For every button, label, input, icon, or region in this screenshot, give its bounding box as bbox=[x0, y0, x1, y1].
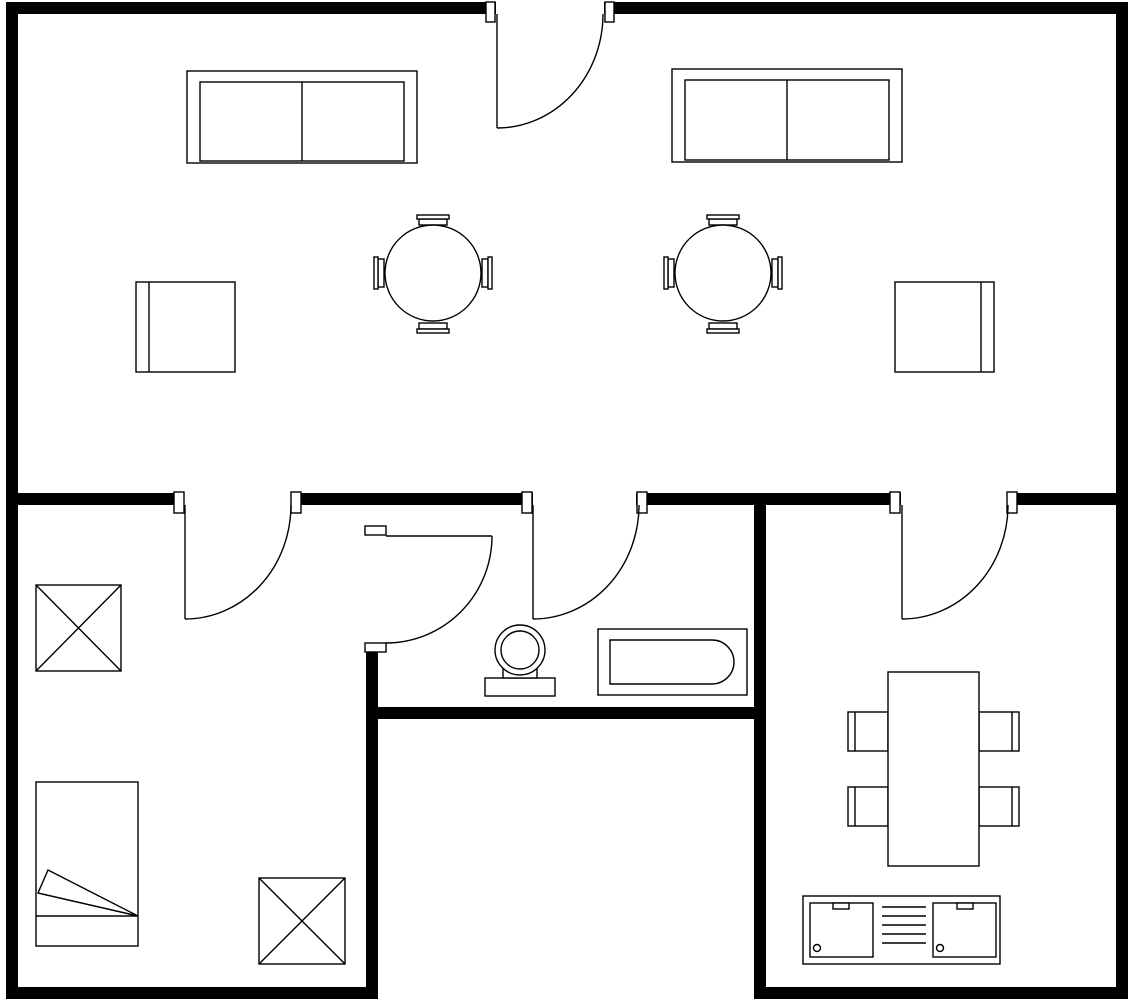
armchair-right[interactable] bbox=[894, 281, 995, 373]
round-table-left[interactable] bbox=[373, 214, 493, 334]
armchair-icon bbox=[894, 281, 995, 373]
bathroom-door[interactable] bbox=[521, 491, 648, 620]
chair-icon bbox=[663, 214, 783, 334]
round-table-icon bbox=[384, 224, 482, 322]
round-table-icon bbox=[674, 224, 772, 322]
dining-table[interactable] bbox=[847, 671, 1020, 867]
bed[interactable] bbox=[35, 781, 139, 947]
sofa-left[interactable] bbox=[186, 70, 418, 164]
toilet[interactable] bbox=[484, 624, 556, 697]
door-swing-icon bbox=[184, 504, 292, 620]
sofa-right[interactable] bbox=[671, 68, 903, 163]
bathtub[interactable] bbox=[597, 628, 748, 696]
bathtub-icon bbox=[597, 628, 748, 696]
armchair-left[interactable] bbox=[135, 281, 236, 373]
door-swing-icon bbox=[496, 13, 604, 129]
door-swing-icon bbox=[385, 535, 493, 644]
nightstand-icon bbox=[35, 584, 122, 672]
dining-table-icon bbox=[887, 671, 980, 867]
sofa-icon bbox=[186, 70, 418, 164]
bed-icon bbox=[35, 781, 139, 947]
entrance-door[interactable] bbox=[485, 1, 615, 129]
armchair-icon bbox=[135, 281, 236, 373]
kitchen-door[interactable] bbox=[889, 491, 1018, 620]
chair-icon bbox=[847, 711, 1020, 827]
nightstand-top[interactable] bbox=[35, 584, 122, 672]
sink-icon bbox=[802, 895, 1001, 965]
door-swing-icon bbox=[901, 504, 1009, 620]
nightstand-bottom[interactable] bbox=[258, 877, 346, 965]
closet-door[interactable] bbox=[364, 525, 493, 653]
interior-walls bbox=[6, 493, 1128, 999]
door-swing-icon bbox=[532, 504, 640, 620]
round-table-right[interactable] bbox=[663, 214, 783, 334]
sofa-icon bbox=[671, 68, 903, 163]
chair-icon bbox=[373, 214, 493, 334]
kitchen-sink[interactable] bbox=[802, 895, 1001, 965]
bedroom-door[interactable] bbox=[173, 491, 302, 620]
toilet-icon bbox=[484, 624, 556, 697]
nightstand-icon bbox=[258, 877, 346, 965]
